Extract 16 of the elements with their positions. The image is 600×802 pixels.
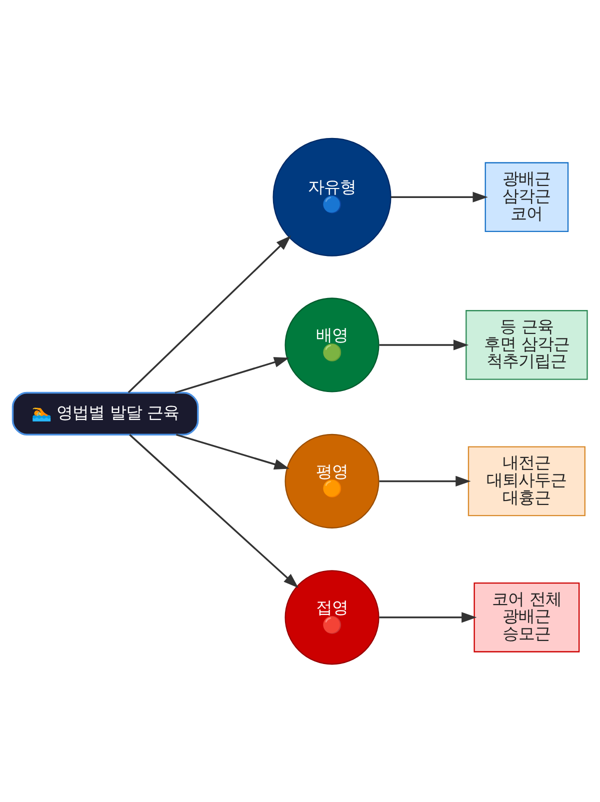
arrow (128, 235, 291, 393)
arrow (174, 356, 290, 394)
node-box: 코어 전체 광배근 승모근 (474, 582, 580, 652)
arrow (176, 433, 290, 469)
arrow (379, 475, 471, 486)
arrow (379, 339, 469, 350)
node-box: 등 근육 후면 삼각근 척추기립근 (466, 310, 588, 380)
node-box: 내전근 대퇴사두근 대흉근 (468, 446, 586, 516)
node-box: 🏊 영법별 발달 근육 (12, 391, 199, 435)
node-box: 광배근 삼각근 코어 (484, 162, 569, 232)
arrow (390, 191, 488, 202)
arrow (379, 612, 477, 622)
node-circle: 자유형 🔵 (272, 137, 392, 256)
node-circle: 배영 🟢 (284, 297, 380, 392)
node-circle: 평영 🟠 (284, 433, 380, 528)
arrow (129, 434, 298, 588)
